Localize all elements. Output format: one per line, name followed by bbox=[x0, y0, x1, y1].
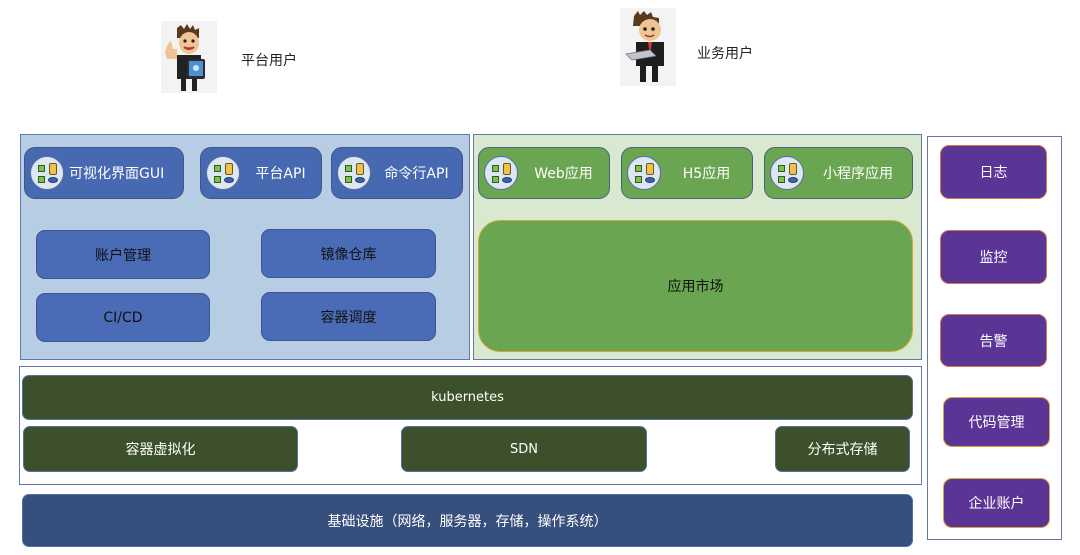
businessman-icon bbox=[620, 8, 676, 86]
container-virtualization-label: 容器虚拟化 bbox=[125, 442, 196, 458]
platform-api-button[interactable]: 平台API bbox=[200, 147, 322, 199]
h5-app-button[interactable]: H5应用 bbox=[621, 147, 753, 199]
logging-button[interactable]: 日志 bbox=[940, 145, 1047, 199]
app-components-icon bbox=[627, 156, 661, 190]
mini-program-button[interactable]: 小程序应用 bbox=[764, 147, 913, 199]
code-management-label: 代码管理 bbox=[968, 415, 1025, 431]
sdn-label: SDN bbox=[510, 441, 538, 457]
platform-user-avatar bbox=[161, 21, 217, 93]
app-components-icon bbox=[337, 156, 371, 190]
cicd-module[interactable]: CI/CD bbox=[36, 293, 210, 342]
app-market[interactable]: 应用市场 bbox=[478, 220, 913, 352]
web-app-label: Web应用 bbox=[534, 166, 593, 182]
distributed-storage[interactable]: 分布式存储 bbox=[775, 426, 910, 472]
app-components-icon bbox=[484, 156, 518, 190]
app-components-icon bbox=[30, 156, 64, 190]
app-components-icon bbox=[770, 156, 804, 190]
container-scheduling-label: 容器调度 bbox=[320, 309, 377, 326]
enterprise-account-button[interactable]: 企业账户 bbox=[943, 478, 1050, 528]
platform-user-label: 平台用户 bbox=[241, 53, 297, 69]
cli-api-label: 命令行API bbox=[384, 166, 449, 182]
account-management-module[interactable]: 账户管理 bbox=[36, 230, 210, 279]
platform-api-label: 平台API bbox=[255, 166, 306, 182]
web-app-button[interactable]: Web应用 bbox=[478, 147, 610, 199]
infrastructure-layer[interactable]: 基础设施（网络，服务器，存储，操作系统） bbox=[22, 494, 913, 547]
app-components-icon bbox=[206, 156, 240, 190]
image-registry-label: 镜像仓库 bbox=[320, 246, 377, 263]
sdn[interactable]: SDN bbox=[401, 426, 647, 472]
mini-program-label: 小程序应用 bbox=[823, 166, 893, 182]
image-registry-module[interactable]: 镜像仓库 bbox=[261, 229, 436, 278]
account-management-label: 账户管理 bbox=[95, 247, 151, 264]
enterprise-account-label: 企业账户 bbox=[968, 496, 1025, 512]
monitoring-label: 监控 bbox=[979, 250, 1008, 266]
cicd-label: CI/CD bbox=[103, 309, 143, 326]
logging-label: 日志 bbox=[979, 165, 1008, 181]
container-virtualization[interactable]: 容器虚拟化 bbox=[23, 426, 298, 472]
container-scheduling-module[interactable]: 容器调度 bbox=[261, 292, 436, 341]
thumbs-up-man-icon bbox=[161, 21, 217, 93]
cli-api-button[interactable]: 命令行API bbox=[331, 147, 463, 199]
gui-button[interactable]: 可视化界面GUI bbox=[24, 147, 184, 199]
h5-app-label: H5应用 bbox=[682, 166, 731, 182]
business-user-label: 业务用户 bbox=[697, 46, 753, 62]
business-user-avatar bbox=[620, 8, 676, 86]
alerting-label: 告警 bbox=[979, 333, 1008, 350]
alerting-button[interactable]: 告警 bbox=[940, 314, 1047, 367]
kubernetes-label: kubernetes bbox=[431, 390, 504, 405]
kubernetes-layer[interactable]: kubernetes bbox=[22, 375, 913, 420]
app-market-label: 应用市场 bbox=[667, 279, 724, 295]
code-management-button[interactable]: 代码管理 bbox=[943, 397, 1050, 447]
distributed-storage-label: 分布式存储 bbox=[807, 442, 878, 458]
infrastructure-label: 基础设施（网络，服务器，存储，操作系统） bbox=[327, 513, 608, 530]
gui-label: 可视化界面GUI bbox=[69, 166, 165, 182]
monitoring-button[interactable]: 监控 bbox=[940, 230, 1047, 284]
